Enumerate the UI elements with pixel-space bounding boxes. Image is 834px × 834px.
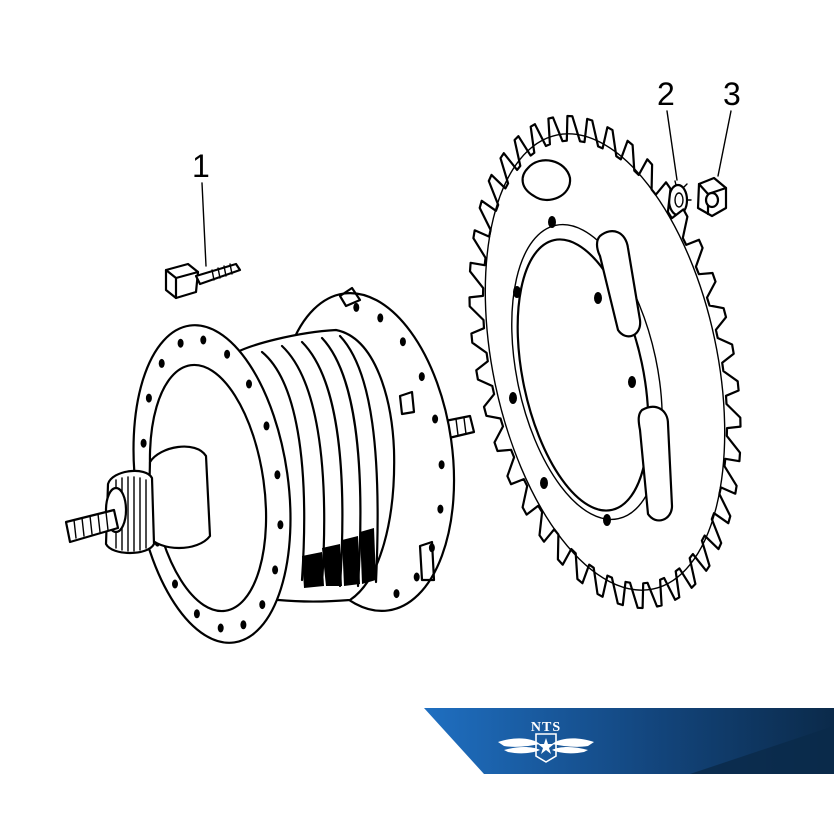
spoke-hole — [377, 313, 384, 323]
callout-label-1: 1 — [192, 148, 210, 184]
leader-line-3 — [717, 110, 732, 177]
spoke-hole — [263, 421, 270, 431]
spoke-hole — [158, 358, 165, 368]
spoke-hole — [272, 565, 279, 575]
sprocket-slot — [637, 405, 674, 522]
rear-hub-part — [64, 286, 476, 644]
spoke-hole — [413, 572, 420, 582]
hex-nut-part — [696, 176, 728, 218]
spoke-hole — [428, 543, 435, 553]
spoke-hole — [437, 504, 444, 514]
spoke-hole — [240, 620, 247, 630]
spoke-hole — [217, 623, 224, 633]
spoke-hole — [193, 609, 200, 619]
sprocket-slot — [595, 230, 642, 338]
spoke-hole — [432, 414, 439, 424]
spoke-hole — [274, 470, 281, 480]
leader-line-1 — [201, 182, 207, 267]
spoke-hole — [277, 520, 284, 530]
spoke-hole — [172, 579, 178, 589]
callout-2: 2 — [657, 76, 678, 181]
bolt-part — [164, 262, 242, 300]
spoke-hole — [353, 302, 360, 312]
spoke-hole — [399, 337, 406, 347]
spoke-hole — [438, 460, 445, 470]
nts-logo: NTS — [424, 708, 834, 774]
callout-3: 3 — [717, 76, 741, 177]
spoke-hole — [418, 372, 425, 382]
callout-1: 1 — [192, 148, 210, 267]
spoke-hole — [246, 379, 252, 389]
callout-label-3: 3 — [723, 76, 741, 112]
sprocket-part — [468, 114, 742, 610]
spoke-hole — [177, 338, 184, 348]
leader-line-2 — [666, 110, 678, 181]
bearing-cone — [146, 445, 212, 549]
callout-label-2: 2 — [657, 76, 675, 112]
spoke-hole — [393, 589, 400, 599]
logo-text: NTS — [531, 720, 561, 735]
spoke-hole — [259, 600, 266, 610]
spoke-hole — [200, 335, 207, 345]
spoke-hole — [145, 393, 152, 403]
sprocket-slot — [521, 159, 572, 202]
spoke-hole — [140, 438, 147, 448]
winged-emblem-icon — [498, 733, 594, 763]
spoke-hole — [224, 349, 231, 359]
logo-banner — [424, 708, 834, 774]
